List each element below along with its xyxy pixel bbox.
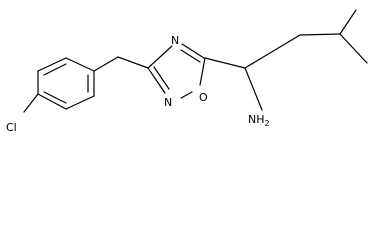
oxadiazole-ring [147,43,206,99]
ch-methyl-right-bond [339,33,368,64]
ring-bond [37,93,67,110]
ring-bond [147,67,166,94]
ring-double-bond [43,91,67,104]
ring-bond [199,57,206,86]
amine-label: NH2 [248,113,270,128]
ring-double-bond [43,63,67,76]
ring-oxygen-label: O [199,91,208,104]
ring-bond [65,95,95,110]
ch-nh2-bond [244,67,263,111]
ring-bond [65,57,95,72]
chlorine-label: Cl [6,121,17,134]
ch2-oxadiazole-bond [117,56,149,69]
ring-double-bond [153,66,170,90]
ring-bond [147,45,173,69]
c-cl-bond [23,93,39,113]
ch-methyl-top-bond [339,9,357,35]
ring-bond [37,57,67,72]
ring-double-bond [180,49,201,63]
ring-nitrogen-bottom-label: N [164,96,172,109]
ring-nitrogen-top-label: N [171,34,179,47]
benzene-ring [37,57,95,110]
ring-bond [180,91,193,99]
ch2-ch-bond [299,33,341,36]
molecule-structure: Cl N N O NH2 [6,9,368,134]
ring-bond [181,43,205,59]
oxadiazole-ch-bond [204,57,246,69]
ch-ch2-bond [244,34,301,69]
ring-ch2-bond [93,56,119,72]
